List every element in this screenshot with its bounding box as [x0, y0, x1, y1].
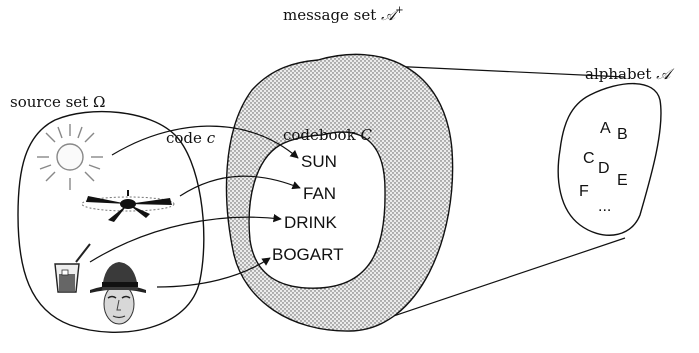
letter-ellipsis: ...	[598, 198, 611, 215]
message-set-label: message set 𝒜+	[283, 5, 404, 24]
alphabet-label: alphabet 𝒜	[585, 65, 675, 83]
fan-icon	[81, 190, 175, 222]
code-label: code c	[166, 129, 216, 147]
codeword-fan: FAN	[303, 184, 336, 203]
drink-icon	[54, 243, 91, 293]
alphabet-region	[557, 82, 662, 236]
arrow-sun	[111, 125, 299, 159]
codeword-sun: SUN	[301, 152, 337, 171]
bogart-portrait	[90, 262, 146, 325]
codeword-drink: DRINK	[284, 213, 338, 232]
letter-b: B	[617, 126, 628, 143]
codebook-label: codebook C	[283, 126, 372, 144]
letter-f: F	[579, 183, 589, 200]
arrow-bogart	[156, 257, 271, 288]
letter-e: E	[617, 172, 628, 189]
sun-icon	[37, 124, 103, 190]
arrow-drink	[89, 213, 282, 263]
letter-d: D	[598, 160, 610, 177]
letter-a: A	[600, 120, 611, 137]
codeword-bogart: BOGART	[272, 245, 343, 264]
letter-c: C	[583, 150, 595, 167]
arrow-fan	[179, 175, 301, 197]
projection-line-bottom	[351, 237, 626, 331]
source-set-label: source set Ω	[10, 93, 105, 111]
